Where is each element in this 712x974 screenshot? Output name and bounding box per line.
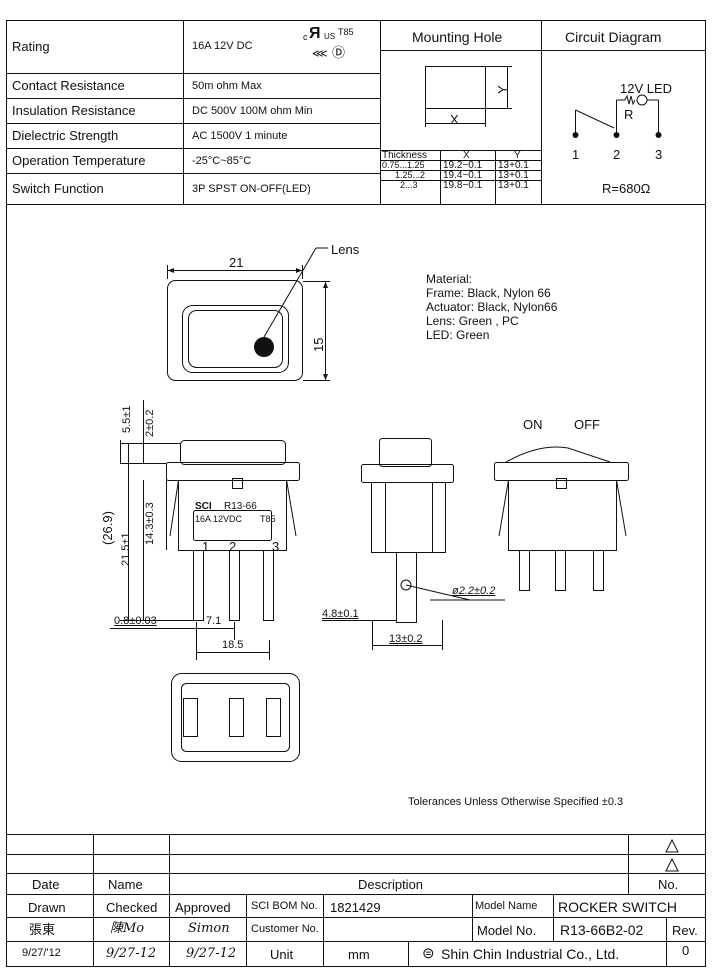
material-line: LED: Green	[426, 328, 490, 342]
spec-label-temperature: Operation Temperature	[12, 153, 146, 168]
mh-row1-t: 0.75...1.25	[382, 160, 425, 170]
spec-value-insulation: DC 500V 100M ohm Min	[192, 105, 313, 117]
tb-sci-bom-label: SCI BOM No.	[251, 900, 318, 912]
tb-drawn-name: 張東	[29, 922, 56, 937]
material-line: Material:	[426, 272, 473, 286]
ul-logo-icon: Я	[309, 25, 321, 42]
mounting-hole-y-label: Y	[495, 85, 510, 94]
tb-model-name-label: Model Name	[475, 900, 538, 912]
tb-approved-signature: Simon	[188, 921, 230, 936]
tb-header-date: Date	[32, 877, 60, 892]
tb-checked-signature: 陳Mo	[110, 921, 145, 936]
dim-5-5: 5.5±1	[121, 405, 133, 433]
off-label: OFF	[574, 417, 600, 432]
dim-14-3: 14.3±0.3	[144, 502, 156, 545]
cert-c: c	[303, 32, 308, 42]
mounting-hole-title: Mounting Hole	[412, 29, 503, 45]
circuit-led-label: 12V LED	[620, 81, 673, 96]
body-pin-1: 1	[202, 539, 210, 554]
tb-sci-bom-value: 1821429	[330, 900, 381, 915]
circuit-title: Circuit Diagram	[565, 29, 662, 45]
cert-us: US	[324, 32, 336, 41]
tb-role-approved: Approved	[175, 900, 231, 915]
dim-26-9: (26.9)	[100, 511, 115, 545]
sheet-border	[6, 20, 706, 967]
dim-0-8: 0.8±0.03	[114, 615, 157, 627]
spec-value-rating: 16A 12V DC	[192, 40, 253, 52]
company-logo-icon: ⊜	[422, 945, 435, 962]
spec-value-contact: 50m ohm Max	[192, 80, 262, 92]
mh-row2-x: 19.4−0.1	[443, 170, 483, 181]
tb-customer-no-label: Customer No.	[251, 923, 319, 935]
tb-approved-date: 9/27-12	[186, 946, 237, 961]
mounting-hole-x-label: X	[450, 112, 459, 127]
body-pin-3: 3	[272, 539, 280, 554]
enec-mark-icon: ⋘	[312, 48, 328, 60]
dim-2: 2±0.2	[144, 409, 156, 437]
spec-label-function: Switch Function	[12, 181, 104, 196]
body-pin-2: 2	[229, 539, 237, 554]
dim-7-1: 7.1	[206, 615, 222, 627]
circuit-r-label: R	[624, 107, 634, 122]
tb-header-name: Name	[108, 877, 143, 892]
mh-row2-t: 1.25...2	[395, 170, 426, 180]
mh-row3-x: 19.8−0.1	[443, 180, 483, 191]
dim-hole-2-2: ø2.2±0.2	[452, 585, 496, 597]
tb-header-no: No.	[658, 877, 679, 892]
circuit-resistance: R=680Ω	[602, 181, 651, 196]
dim-21-5: 21.5±1	[120, 532, 132, 566]
tb-model-no-label: Model No.	[477, 923, 537, 938]
lens-led-dot	[254, 337, 274, 357]
body-model: R13-66	[224, 501, 257, 512]
dim-4-8: 4.8±0.1	[322, 608, 359, 620]
material-line: Lens: Green , PC	[426, 314, 519, 328]
tb-rev-label: Rev.	[672, 923, 698, 938]
mh-row2-y: 13+0.1	[498, 170, 529, 181]
spec-value-dielectric: AC 1500V 1 minute	[192, 130, 288, 142]
spec-label-insulation: Insulation Resistance	[12, 103, 136, 118]
spec-value-function: 3P SPST ON-OFF(LED)	[192, 183, 311, 195]
on-label: ON	[523, 417, 543, 432]
tb-unit-label: Unit	[270, 947, 294, 962]
tolerance-note: Tolerances Unless Otherwise Specified ±0…	[408, 796, 624, 808]
tb-drawn-date: 9/27/'12	[22, 947, 61, 959]
dim-18-5: 18.5	[222, 639, 244, 651]
mh-header-x: X	[463, 150, 470, 161]
spec-label-rating: Rating	[12, 39, 50, 54]
mh-row3-y: 13+0.1	[498, 180, 529, 191]
tb-model-name-value: ROCKER SWITCH	[558, 899, 677, 915]
mh-row1-x: 19.2−0.1	[443, 160, 483, 171]
dim-height-15: 15	[311, 337, 326, 352]
tb-model-no-value: R13-66B2-02	[560, 922, 644, 938]
circuit-pin-1: 1	[572, 147, 580, 162]
tb-rev-value: 0	[682, 943, 690, 958]
lens-label: Lens	[331, 242, 360, 257]
tb-company: Shin Chin Industrial Co., Ltd.	[441, 946, 620, 962]
dim-width-21: 21	[229, 255, 244, 270]
body-rating: 16A 12VDC	[195, 514, 243, 524]
d-mark-icon: Ⓓ	[332, 45, 346, 60]
body-t85: T85	[260, 514, 276, 524]
material-line: Actuator: Black, Nylon66	[426, 300, 558, 314]
mh-header-y: Y	[514, 150, 521, 161]
mh-row3-t: 2...3	[400, 180, 418, 190]
mh-header-thickness: Thickness	[382, 150, 428, 161]
tb-role-checked: Checked	[106, 900, 158, 915]
tb-checked-date: 9/27-12	[106, 946, 157, 961]
material-notes: Material: Frame: Black, Nylon 66 Actuato…	[426, 272, 557, 342]
body-brand: SCI	[195, 501, 212, 512]
material-line: Frame: Black, Nylon 66	[426, 286, 551, 300]
tb-header-description: Description	[358, 877, 424, 892]
mh-row1-y: 13+0.1	[498, 160, 529, 171]
spec-label-dielectric: Dielectric Strength	[12, 128, 119, 143]
spec-label-contact: Contact Resistance	[12, 78, 125, 93]
tb-unit-value: mm	[348, 947, 370, 962]
dim-13: 13±0.2	[389, 633, 423, 645]
circuit-pin-2: 2	[613, 147, 621, 162]
cert-t85: T85	[338, 27, 354, 37]
circuit-pin-3: 3	[655, 147, 663, 162]
tb-role-drawn: Drawn	[28, 900, 66, 915]
spec-value-temperature: -25°C~85°C	[192, 155, 252, 167]
